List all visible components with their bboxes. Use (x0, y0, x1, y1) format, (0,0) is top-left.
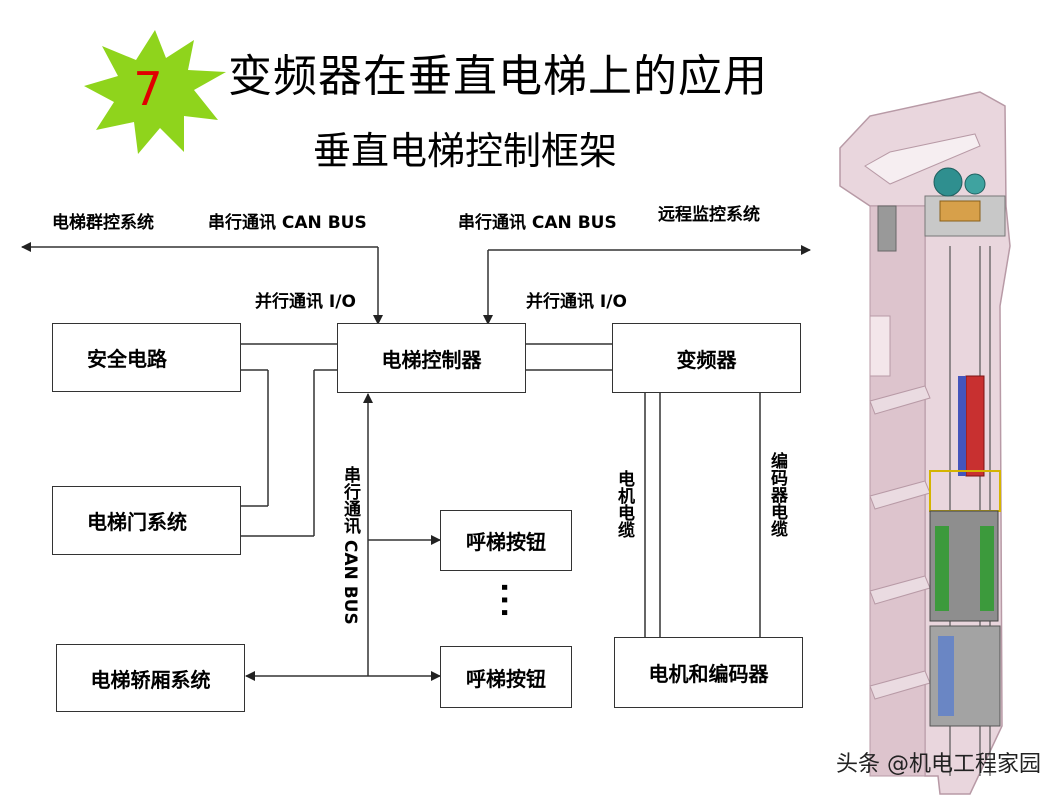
group-control-label: 电梯群控系统 (52, 213, 154, 233)
serial-can-label-right: 串行通讯 CAN BUS (458, 213, 617, 233)
elevator-shaft-illustration (839, 91, 1011, 795)
inverter-box: 变频器 (612, 323, 801, 393)
serial-can-vertical-label: 串行通讯 CAN BUS (340, 466, 360, 625)
parallel-io-label-left: 并行通讯 I/O (255, 292, 356, 312)
page-subtitle: 垂直电梯控制框架 (313, 129, 618, 173)
safety-circuit-box: 安全电路 (52, 323, 241, 392)
door-system-box: 电梯门系统 (52, 486, 241, 555)
car-system-box: 电梯轿厢系统 (56, 644, 245, 712)
motor-cable-label: 电机电缆 (614, 470, 634, 538)
watermark-text: 头条 @机电工程家园 (836, 752, 1041, 777)
motor-encoder-box: 电机和编码器 (614, 637, 803, 708)
section-number: 7 (133, 62, 163, 116)
call-button-box: 呼梯按钮 (440, 510, 572, 571)
page-title: 变频器在垂直电梯上的应用 (228, 51, 768, 102)
ellipsis-label: ... (495, 582, 528, 620)
serial-can-label-left: 串行通讯 CAN BUS (208, 213, 367, 233)
encoder-cable-label: 编码器电缆 (767, 452, 787, 537)
controller-box: 电梯控制器 (337, 323, 526, 393)
badge-star-icon (84, 30, 226, 154)
remote-monitor-label: 远程监控系统 (658, 205, 760, 225)
call-button-box: 呼梯按钮 (440, 646, 572, 708)
parallel-io-label-right: 并行通讯 I/O (526, 292, 627, 312)
